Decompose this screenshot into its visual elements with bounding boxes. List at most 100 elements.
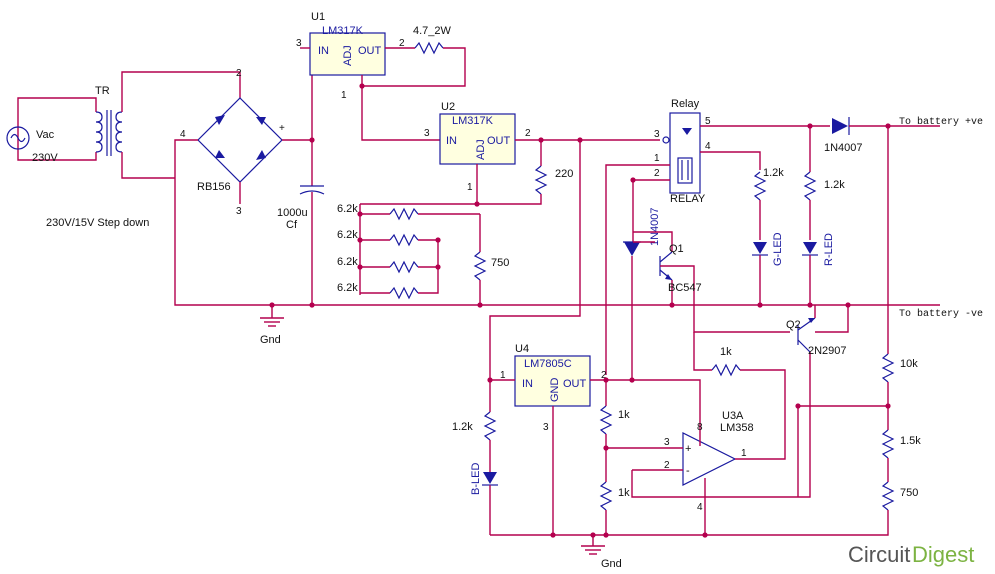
output-diode: 1N4007 To battery +ve <box>824 116 983 154</box>
u4-pin2: 2 <box>601 370 607 381</box>
transformer: TR 230V/15V Step down <box>46 71 240 229</box>
r62k-2: 6.2k <box>337 229 358 241</box>
r62k-4: 6.2k <box>337 282 358 294</box>
ac-source: Vac 230V <box>6 97 70 164</box>
u4-out: OUT <box>563 378 587 390</box>
relay-p2: 2 <box>654 168 660 179</box>
transformer-note: 230V/15V Step down <box>46 217 149 229</box>
g-led-branch: 1.2k G-LED <box>752 167 784 305</box>
r62k-1: 6.2k <box>337 203 358 215</box>
u3-minus: - <box>686 465 690 477</box>
parallel-resistors: 6.2k 6.2k 6.2k 6.2k 750 <box>337 203 509 305</box>
circuitdigest-logo: Circuit Digest <box>848 542 974 567</box>
u1-pin2: 2 <box>399 38 405 49</box>
r220-value: 220 <box>555 168 573 180</box>
u2-part: LM317K <box>452 115 494 127</box>
relay-title: Relay <box>671 98 700 110</box>
diode-relay-ref: 1N4007 <box>649 207 661 246</box>
u4-gnd: GND <box>549 378 561 403</box>
r-led-name: R-LED <box>823 233 835 266</box>
relay-p5: 5 <box>705 116 711 127</box>
batt-neg-label: To battery -ve <box>899 308 983 320</box>
relay-p3: 3 <box>654 129 660 140</box>
cap-ref: Cf <box>286 219 298 231</box>
u4-regulator: U4 LM7805C IN OUT GND 1 2 3 <box>489 140 701 535</box>
r10k: 10k <box>900 358 918 370</box>
r750a-value: 750 <box>491 257 509 269</box>
source-name: Vac <box>36 129 55 141</box>
q2-part: 2N2907 <box>808 345 847 357</box>
transformer-ref: TR <box>95 85 110 97</box>
u1-adj: ADJ <box>342 45 354 66</box>
q2-transistor: Q2 2N2907 <box>705 305 849 498</box>
b-led-branch: 1.2k B-LED <box>452 380 498 535</box>
bridge-ref: RB156 <box>197 181 231 193</box>
ground-rail: Gnd To battery -ve <box>174 178 983 346</box>
u2-out: OUT <box>487 135 511 147</box>
u3-p2: 2 <box>664 460 670 471</box>
u3-opamp: + - 3 2 1 8 4 U3A LM358 1k <box>606 332 786 535</box>
junction-dots <box>269 83 891 538</box>
relay-ref: RELAY <box>670 193 706 205</box>
diode-main-ref: 1N4007 <box>824 142 863 154</box>
u1-pin3: 3 <box>296 38 302 49</box>
u3-p1: 1 <box>741 448 747 459</box>
b-led-name: B-LED <box>470 463 482 495</box>
u1-regulator: U1 LM317K IN OUT ADJ 3 2 1 4.7_2W <box>296 11 466 140</box>
q1-part: BC547 <box>668 282 702 294</box>
u1-out: OUT <box>358 45 382 57</box>
b-led-res: 1.2k <box>452 421 473 433</box>
bridge-rectifier: 2 4 3 + RB156 <box>174 68 312 217</box>
u3-ref: U3A <box>722 410 744 422</box>
source-value: 230V <box>32 152 58 164</box>
u1-ref: U1 <box>311 11 325 23</box>
svg-text:+: + <box>279 123 285 134</box>
u2-pin1: 1 <box>467 182 473 193</box>
cap-value: 1000u <box>277 207 308 219</box>
u3-p8: 8 <box>697 422 703 433</box>
u2-pin3: 3 <box>424 128 430 139</box>
relay-p1: 1 <box>654 153 660 164</box>
r15k: 1.5k <box>900 435 921 447</box>
gnd2-label: Gnd <box>601 558 622 570</box>
u4-pin3: 3 <box>543 422 549 433</box>
u2-regulator: U2 LM317K IN OUT ADJ 3 2 1 220 <box>360 86 660 205</box>
r1k-bot: 1k <box>618 487 630 499</box>
q2-ref: Q2 <box>786 319 801 331</box>
u4-ref: U4 <box>515 343 529 355</box>
u4-in: IN <box>522 378 533 390</box>
u3-p4: 4 <box>697 502 703 513</box>
r1k-mid: 1k <box>618 409 630 421</box>
u1-pin1: 1 <box>341 90 347 101</box>
r47-value: 4.7_2W <box>413 25 452 37</box>
relay: Relay 3 5 4 1 2 RELAY <box>605 98 830 375</box>
r-led-res: 1.2k <box>824 179 845 191</box>
u2-adj: ADJ <box>475 139 487 160</box>
u3-plus: + <box>685 443 691 455</box>
r62k-3: 6.2k <box>337 256 358 268</box>
u1-part: LM317K <box>322 25 364 37</box>
filter-capacitor: 1000u Cf <box>277 140 325 305</box>
gnd1-label: Gnd <box>260 334 281 346</box>
reference-divider: 1k 1k <box>599 380 630 535</box>
bridge-pin4: 4 <box>180 129 186 140</box>
u4-part: LM7805C <box>524 358 572 370</box>
r750b: 750 <box>900 487 918 499</box>
logo-part2: Digest <box>912 542 974 567</box>
u4-pin1: 1 <box>500 370 506 381</box>
u2-pin2: 2 <box>525 128 531 139</box>
bridge-pin3: 3 <box>236 206 242 217</box>
batt-pos-label: To battery +ve <box>899 116 983 128</box>
u1-in: IN <box>318 45 329 57</box>
g-led-name: G-LED <box>772 232 784 266</box>
u2-ref: U2 <box>441 101 455 113</box>
logo-part1: Circuit <box>848 542 910 567</box>
u3-part: LM358 <box>720 422 754 434</box>
r-led-branch: 1.2k R-LED <box>802 126 845 305</box>
r1k-top: 1k <box>720 346 732 358</box>
bottom-ground: Gnd <box>581 535 622 570</box>
q1-ref: Q1 <box>669 243 684 255</box>
bridge-pin2: 2 <box>236 68 242 79</box>
u2-in: IN <box>446 135 457 147</box>
